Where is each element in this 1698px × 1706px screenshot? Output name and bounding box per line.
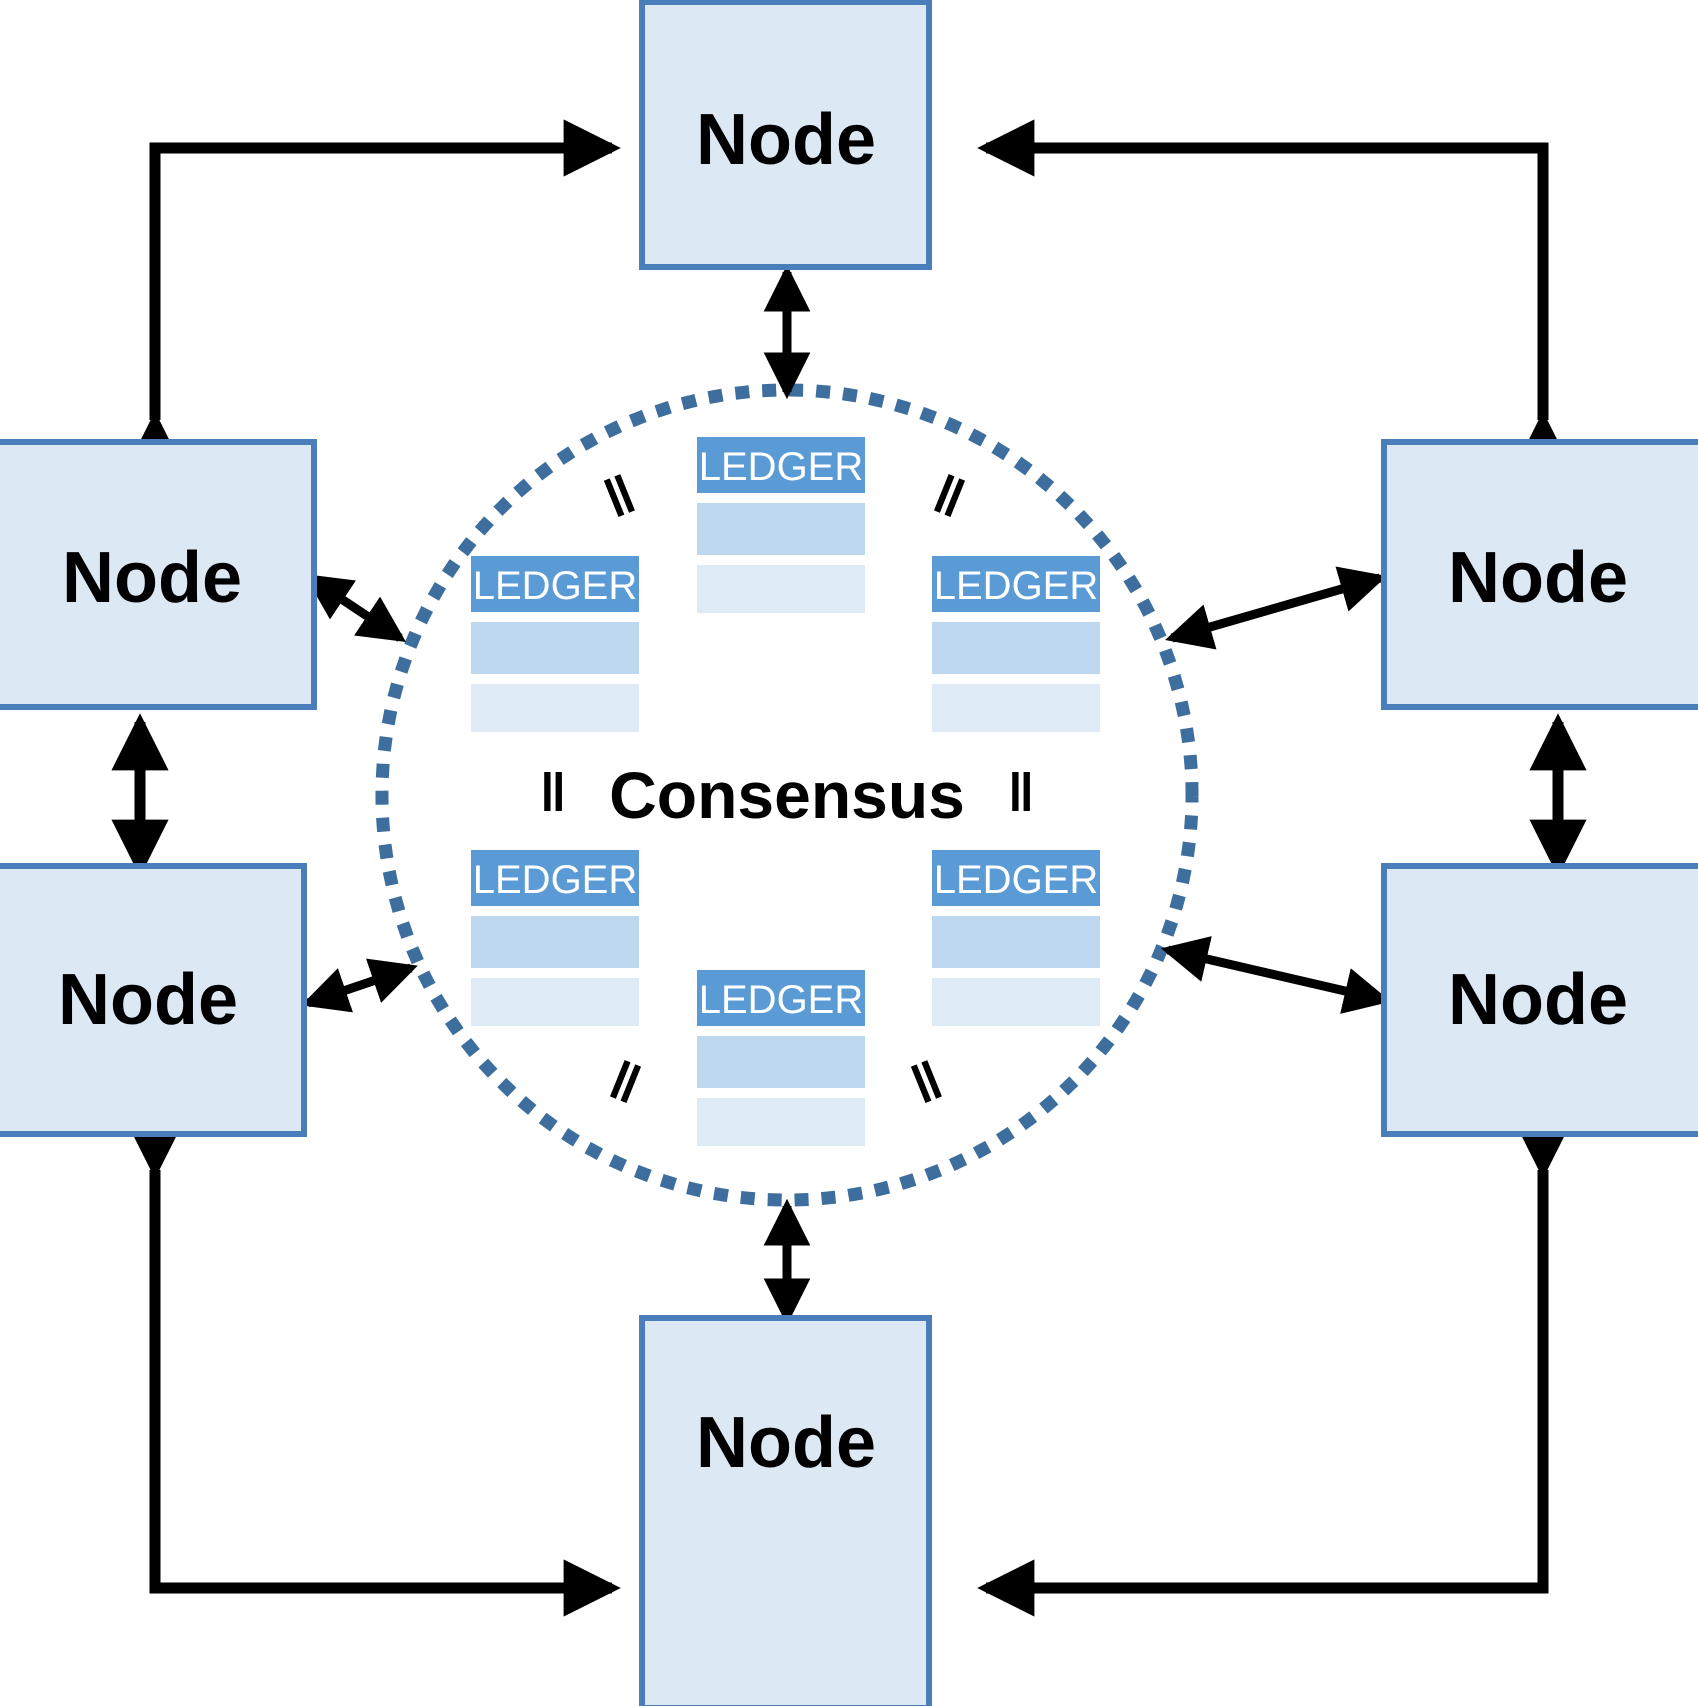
- spoke-connectors: [301, 264, 1392, 1326]
- ledger-right-lower-label: LEDGER: [934, 858, 1099, 902]
- node-top[interactable]: Node: [639, 0, 932, 270]
- equals-mark-bottom-right: ‖: [903, 1050, 950, 1116]
- outer-connectors: [111, 119, 1587, 1617]
- connector-left-lower-spoke: [301, 958, 418, 1013]
- node-left-upper-label: Node: [62, 538, 242, 618]
- equals-mark-mid-right: ‖: [1008, 763, 1035, 823]
- connector-right-lower-spoke: [1160, 936, 1392, 1014]
- ledger-right-upper: LEDGER: [932, 556, 1100, 732]
- ledger-bottom: LEDGER: [697, 970, 865, 1146]
- node-left-upper[interactable]: Node: [0, 439, 317, 710]
- consensus-label: Consensus: [609, 758, 965, 832]
- ledger-right-upper-label: LEDGER: [934, 564, 1099, 608]
- ledger-top: LEDGER: [697, 437, 865, 613]
- connector-right-upper-spoke: [1165, 566, 1387, 650]
- ledger-top-label: LEDGER: [699, 445, 864, 489]
- node-right-upper-label: Node: [1448, 538, 1628, 618]
- node-left-lower[interactable]: Node: [0, 863, 307, 1137]
- consensus-circle: [375, 383, 1199, 1207]
- equals-mark-bottom-left: ‖: [601, 1050, 648, 1116]
- ledger-bottom-label: LEDGER: [699, 978, 864, 1022]
- connector-left-upper-spoke: [304, 574, 406, 642]
- equals-mark-top-left: ‖: [596, 464, 643, 530]
- connector-bottomleft-elbow: [126, 1121, 621, 1617]
- ledger-left-upper: LEDGER: [471, 556, 639, 732]
- node-right-upper[interactable]: Node: [1381, 439, 1698, 710]
- equals-mark-mid-left: ‖: [540, 763, 567, 823]
- equals-mark-top-right: ‖: [925, 464, 972, 530]
- ledger-left-lower-label: LEDGER: [473, 858, 638, 902]
- connector-topright-elbow: [977, 119, 1572, 469]
- ledger-left-lower: LEDGER: [471, 850, 639, 1026]
- ledger-right-lower: LEDGER: [932, 850, 1100, 1026]
- node-left-lower-label: Node: [58, 960, 238, 1040]
- node-bottom-label: Node: [696, 1403, 876, 1483]
- node-top-label: Node: [696, 100, 876, 180]
- ledger-left-upper-label: LEDGER: [473, 564, 638, 608]
- connector-bottomright-elbow: [977, 1121, 1572, 1617]
- node-right-lower-label: Node: [1448, 960, 1628, 1040]
- node-bottom[interactable]: Node: [639, 1315, 932, 1706]
- node-right-lower[interactable]: Node: [1381, 863, 1698, 1137]
- connector-topleft-elbow: [126, 119, 621, 469]
